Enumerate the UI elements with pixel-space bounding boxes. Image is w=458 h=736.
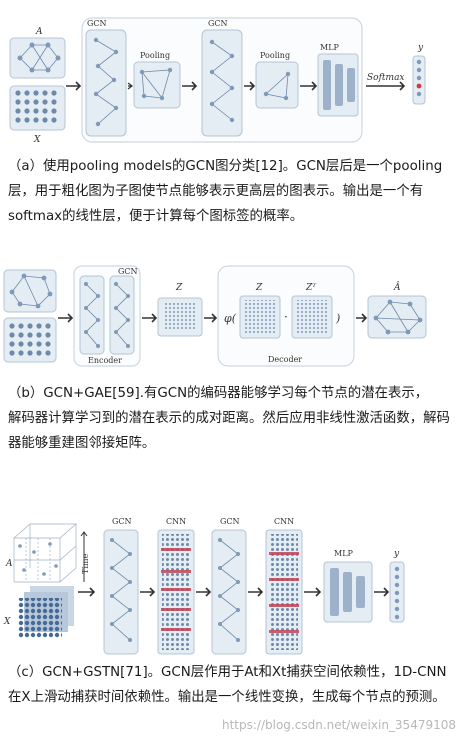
encoder-gcn-col-2 <box>109 275 135 355</box>
label-y-c: y <box>393 549 400 559</box>
caption-b: （b）GCN+GAE[59].有GCN的编码器能够学习每个节点的潜在表示， 解码… <box>8 381 454 456</box>
label-a-temporal: A <box>5 559 13 569</box>
gcn-block-c-2-graph <box>218 538 240 642</box>
input-features-b-dots <box>9 323 51 356</box>
input-features-b <box>3 317 57 363</box>
gcn-block-c-1-graph <box>110 538 132 642</box>
label-z-transpose: Zᵀ <box>305 283 317 293</box>
arrow-c-6 <box>374 587 390 597</box>
gcn-block-1-graph <box>93 37 119 127</box>
arrow-a-1 <box>66 81 82 91</box>
gcn-block-2-graph <box>209 39 235 123</box>
arrow-a-4 <box>244 81 256 91</box>
input-features-x-dots <box>15 90 57 123</box>
caption-c-text: （c）GCN+GSTN[71]。GCN层作用于At和Xt捕获空间依赖性，1D-C… <box>8 665 447 705</box>
arrow-b-1 <box>58 313 74 323</box>
label-y-output: y <box>417 43 424 53</box>
panel-a: A X GCN Pooling <box>0 0 458 150</box>
label-pooling-2: Pooling <box>260 51 290 60</box>
arrow-c-3 <box>196 587 212 597</box>
cnn-block-c-1-kernels <box>161 548 191 631</box>
diagram-c: Time A X GCN CNN GCN <box>3 517 405 655</box>
mlp-block-a-layers <box>323 60 355 110</box>
watermark: https://blog.csdn.net/weixin_35479108 <box>221 718 456 732</box>
caption-c: （c）GCN+GSTN[71]。GCN层作用于At和Xt捕获空间依赖性，1D-C… <box>8 660 454 710</box>
pooling-block-1 <box>133 61 181 109</box>
gcn-block-2 <box>201 29 243 137</box>
label-gcn-encoder: GCN <box>118 267 138 276</box>
pooling-block-2 <box>255 61 299 109</box>
temporal-graph-nodes <box>18 542 58 576</box>
reconstructed-graph-graph <box>373 299 423 335</box>
input-graph-b-graph <box>9 273 53 309</box>
label-cnn-c-2: CNN <box>274 517 294 526</box>
label-gcn-c-1: GCN <box>112 517 132 526</box>
encoder-graphs <box>84 282 130 348</box>
decoder-z-dots <box>244 300 276 334</box>
label-time-axis: Time <box>81 554 90 574</box>
arrow-b-3 <box>204 313 218 323</box>
cnn-block-c-2-kernels <box>269 552 299 633</box>
label-z-latent: Z <box>175 283 183 293</box>
gcn-block-c-2 <box>211 529 247 655</box>
temporal-features-x <box>18 586 74 638</box>
label-encoder: Encoder <box>88 356 122 365</box>
input-features-x <box>9 85 66 131</box>
arrow-c-2 <box>140 587 156 597</box>
input-graph-a-nodes <box>17 42 61 73</box>
diagram-a: A X GCN Pooling <box>9 17 426 145</box>
label-pooling-1: Pooling <box>140 51 170 60</box>
panel-c: Time A X GCN CNN GCN <box>0 512 458 662</box>
label-phi: φ( <box>224 312 237 325</box>
label-softmax: Softmax <box>367 73 405 83</box>
label-decoder: Decoder <box>268 355 302 364</box>
caption-b-line-1: （b）GCN+GAE[59].有GCN的编码器能够学习每个节点的潜在表示， <box>8 386 429 401</box>
label-mlp-c: MLP <box>334 549 354 558</box>
label-a-adjacency: A <box>35 27 43 37</box>
arrow-c-1 <box>78 587 96 597</box>
label-cnn-c-1: CNN <box>166 517 186 526</box>
gcn-block-c-1 <box>103 529 139 655</box>
caption-a: （a）使用pooling models的GCN图分类[12]。GCN层后是一个p… <box>8 154 454 229</box>
pooling-block-1-graph <box>139 67 173 101</box>
arrow-c-4 <box>248 587 264 597</box>
pooling-block-2-graph <box>263 71 291 101</box>
temporal-graph-cube <box>13 523 77 583</box>
mlp-block-c-layers <box>330 568 365 616</box>
output-vector-y-cells <box>416 59 422 97</box>
arrow-a-3 <box>182 81 198 91</box>
caption-a-text: （a）使用pooling models的GCN图分类[12]。GCN层后是一个p… <box>8 159 443 224</box>
panel-b: GCN Encoder Z φ( Z · Zᵀ ) Decoder <box>0 262 458 372</box>
label-mlp: MLP <box>320 43 340 52</box>
output-vector-c-cells <box>394 566 400 620</box>
label-gcn-1: GCN <box>87 19 107 28</box>
label-x-temporal: X <box>3 617 11 627</box>
decoder-zt-dots <box>296 300 328 334</box>
label-close-paren: ) <box>335 312 340 325</box>
arrow-b-2 <box>142 313 158 323</box>
time-axis-arrow <box>80 531 88 582</box>
arrow-a-5 <box>300 81 318 91</box>
caption-b-line-2: 解码器计算学习到的潜在表示的成对距离。然后应用非线性激活函数，解码器能够重建图邻… <box>8 411 450 451</box>
label-gcn-c-2: GCN <box>220 517 240 526</box>
label-dot-product: · <box>284 310 288 324</box>
latent-z-dots <box>163 303 197 331</box>
arrow-a-6 <box>366 81 406 91</box>
arrow-a-2 <box>127 82 133 90</box>
label-a-hat: Â <box>393 281 401 293</box>
encoder-gcn-col-1 <box>79 275 105 355</box>
cnn-block-c-1-dots <box>162 534 190 650</box>
decoder-frame <box>217 265 355 367</box>
diagram-b: GCN Encoder Z φ( Z · Zᵀ ) Decoder <box>3 265 427 367</box>
label-z-decoder: Z <box>255 283 263 293</box>
input-graph-a <box>9 37 66 79</box>
arrow-b-4 <box>356 313 368 323</box>
label-gcn-2: GCN <box>208 19 228 28</box>
arrow-c-5 <box>304 587 322 597</box>
label-x-features: X <box>33 135 41 145</box>
